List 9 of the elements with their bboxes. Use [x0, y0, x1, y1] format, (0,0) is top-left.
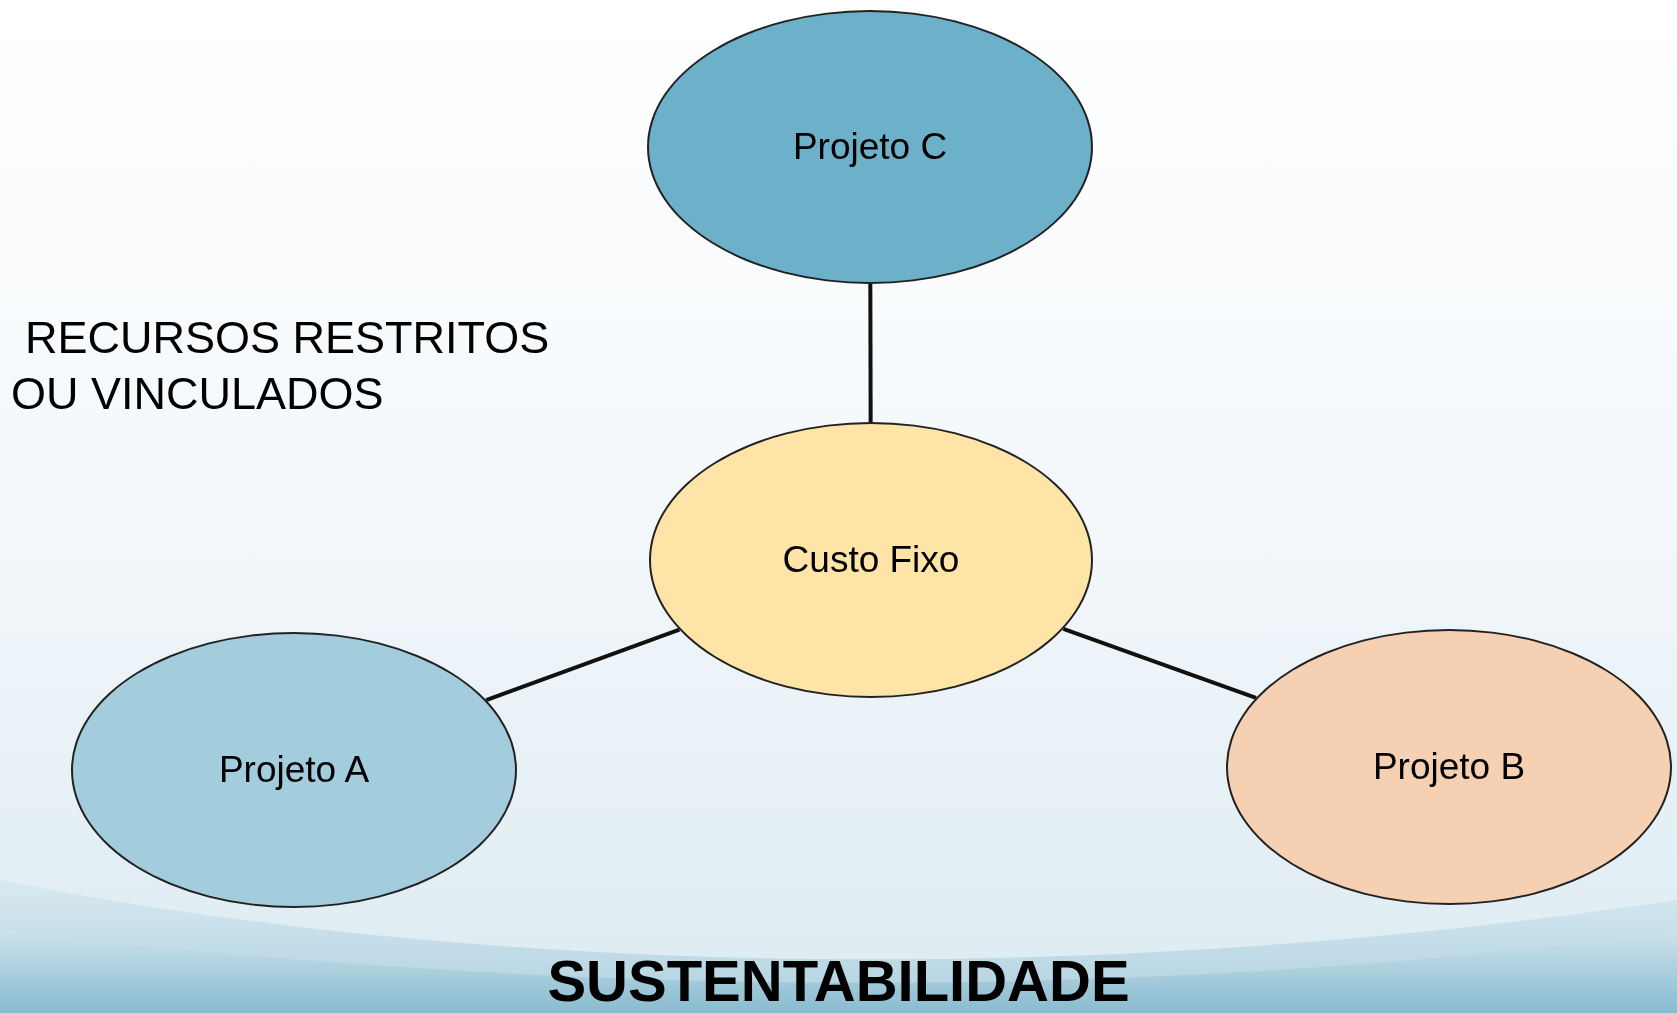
note-text: RECURSOS RESTRITOS OU VINCULADOS — [11, 311, 551, 421]
node-label: Custo Fixo — [782, 538, 960, 583]
connector-line — [485, 627, 681, 702]
caption: SUSTENTABILIDADE — [546, 950, 1131, 1012]
node-label: Projeto C — [792, 125, 948, 170]
node-label: Projeto A — [218, 748, 370, 793]
node-label: Projeto B — [1372, 745, 1526, 790]
connector-line — [1062, 627, 1257, 700]
connector-line — [868, 284, 873, 422]
